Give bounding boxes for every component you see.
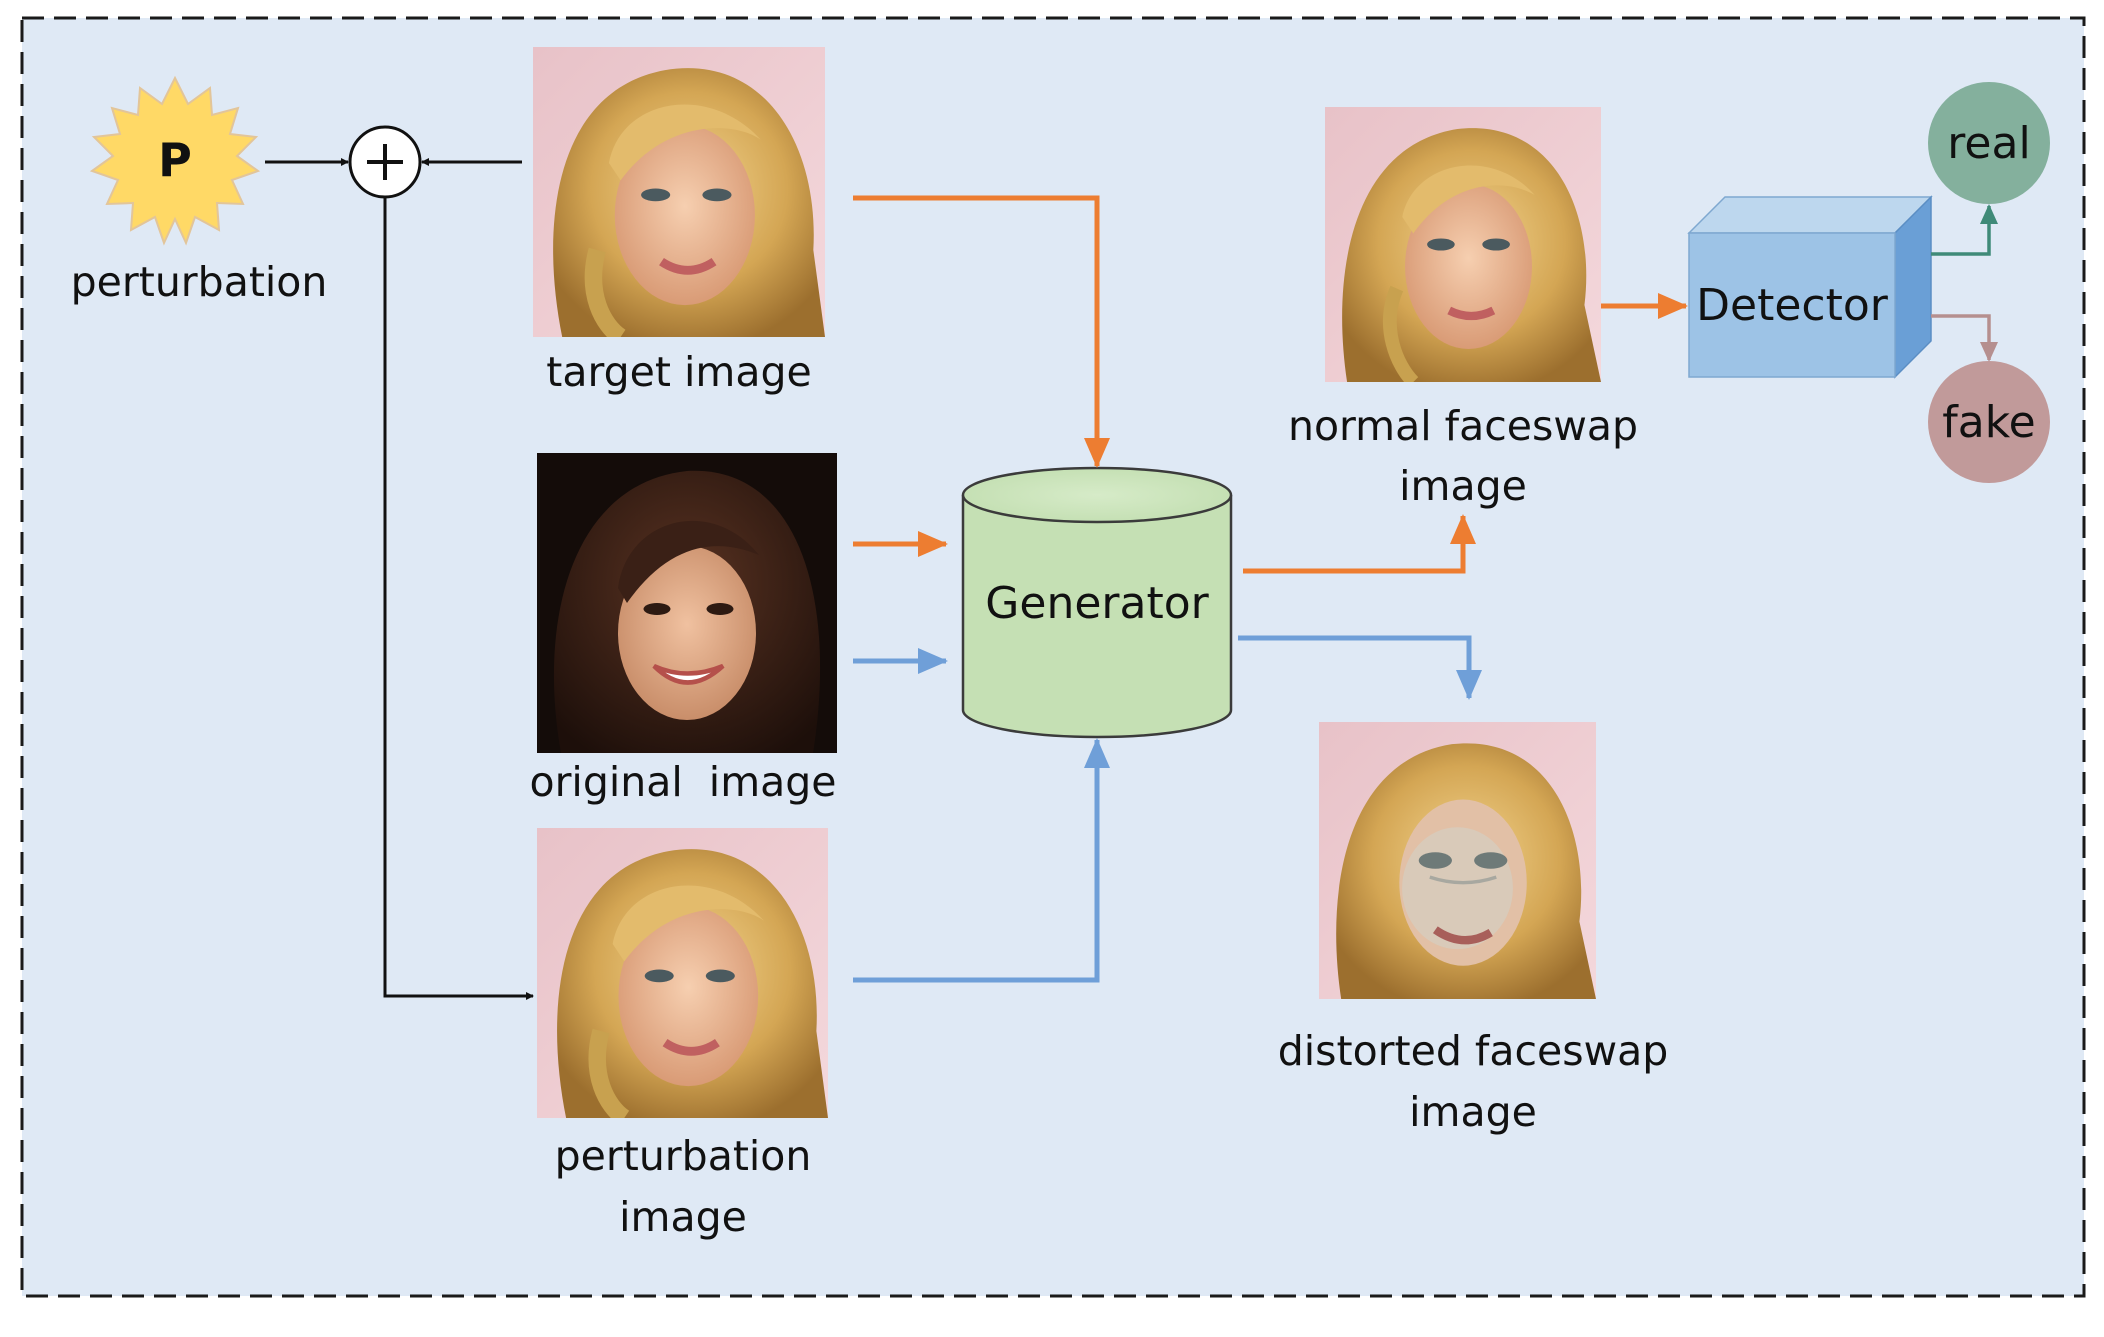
- detector-to-fake-arrow: [1931, 314, 1998, 362]
- original-image: [537, 453, 837, 753]
- distorted-faceswap-label-line1: distorted faceswap: [1278, 1027, 1669, 1075]
- detector-node: Detector: [1687, 195, 1933, 379]
- distorted-faceswap-label-line2: image: [1409, 1088, 1537, 1136]
- perturbation-label: perturbation: [71, 258, 328, 306]
- perturbation-image-label-line1: perturbation: [555, 1132, 812, 1180]
- perturbation-image: [537, 828, 828, 1118]
- real-output-node: real: [1928, 82, 2050, 204]
- generator-to-distorted-arrow: [1238, 635, 1482, 700]
- generator-label: Generator: [985, 578, 1209, 629]
- fake-output-node: fake: [1928, 361, 2050, 483]
- target-image: [533, 47, 825, 337]
- starburst-icon: [89, 75, 261, 246]
- plus-circle-icon: [348, 125, 422, 199]
- perturbation-image-label-line2: image: [619, 1193, 747, 1241]
- perturbation-image-to-generator-arrow: [853, 738, 1110, 983]
- fake-label: fake: [1942, 397, 2035, 448]
- distorted-faceswap-image: [1319, 722, 1596, 999]
- generator-to-normal-arrow: [1243, 514, 1476, 574]
- generator-node: Generator: [961, 466, 1233, 739]
- normal-faceswap-label-line2: image: [1399, 462, 1527, 510]
- adder-to-perturbation-image-arrow: [383, 197, 534, 1000]
- normal-faceswap-label-line1: normal faceswap: [1288, 402, 1638, 450]
- real-label: real: [1947, 118, 2030, 169]
- perturbation-symbol: P: [158, 133, 192, 187]
- normal-faceswap-image: [1325, 107, 1601, 382]
- perturbation-node: P: [89, 75, 261, 246]
- target-to-generator-arrow: [853, 195, 1110, 468]
- detector-label: Detector: [1696, 280, 1889, 331]
- detector-to-real-arrow: [1931, 204, 1998, 256]
- target-image-label: target image: [546, 348, 811, 396]
- original-image-label: original image: [529, 758, 836, 806]
